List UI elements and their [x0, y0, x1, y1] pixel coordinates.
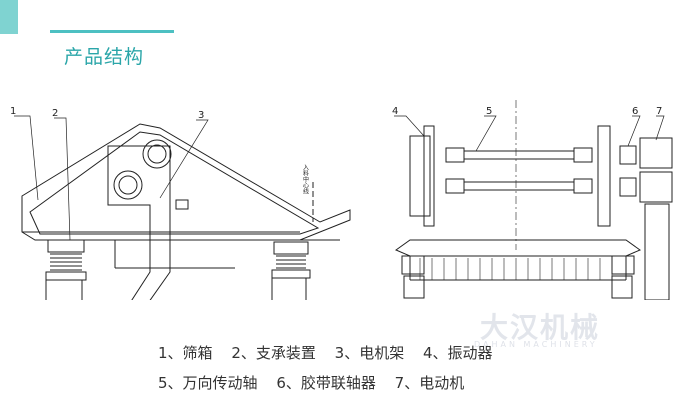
feed-centerline-label: 入料中心线 — [302, 164, 309, 194]
structure-drawing: 1 2 3 4 5 6 7 800 入料中心线 — [10, 100, 673, 300]
legend-item: 1、筛箱 — [158, 344, 213, 362]
callout-7: 7 — [656, 106, 662, 117]
motor-upper — [639, 137, 673, 169]
screen-box-inner — [29, 131, 320, 235]
side-plate-left — [409, 135, 431, 217]
belt-coupling-lower — [619, 177, 637, 197]
header-rule — [50, 30, 174, 33]
callout-6: 6 — [632, 106, 638, 117]
legend-item: 4、振动器 — [422, 344, 493, 362]
screen-box-outline — [21, 123, 351, 241]
support-spring-right — [271, 241, 311, 300]
vibrator-upper — [142, 139, 172, 169]
vibrator-lower — [113, 170, 143, 200]
motor-frame — [107, 145, 171, 300]
side-plate-right — [597, 125, 611, 227]
section-title: 产品结构 — [64, 46, 145, 68]
watermark-brand: 大汉机械 — [480, 311, 601, 344]
callout-4: 4 — [392, 106, 398, 117]
callout-5: 5 — [486, 106, 492, 117]
universal-shaft-upper — [445, 147, 593, 163]
callout-1: 1 — [10, 106, 16, 117]
legend-item: 2、支承装置 — [231, 344, 316, 362]
legend-item: 6、胶带联轴器 — [276, 374, 376, 392]
end-view — [394, 100, 673, 300]
watermark-sub: DAHAN MACHINERY — [474, 340, 598, 349]
side-view — [14, 115, 351, 300]
legend-item: 5、万向传动轴 — [158, 374, 258, 392]
callout-3: 3 — [198, 110, 204, 121]
legend-row-1: 1、筛箱 2、支承装置 3、电机架 4、振动器 — [158, 342, 507, 363]
legend-item: 7、电动机 — [394, 374, 465, 392]
belt-coupling-upper — [619, 145, 637, 165]
callout-2: 2 — [52, 108, 58, 119]
motor-column — [644, 203, 670, 300]
universal-shaft-lower — [445, 178, 593, 194]
legend-row-2: 5、万向传动轴 6、胶带联轴器 7、电动机 — [158, 372, 478, 393]
motor-lower — [639, 171, 673, 203]
legend-item: 3、电机架 — [334, 344, 405, 362]
accent-bar — [0, 0, 18, 34]
screen-deck — [394, 239, 642, 257]
support-spring-left — [45, 239, 87, 300]
